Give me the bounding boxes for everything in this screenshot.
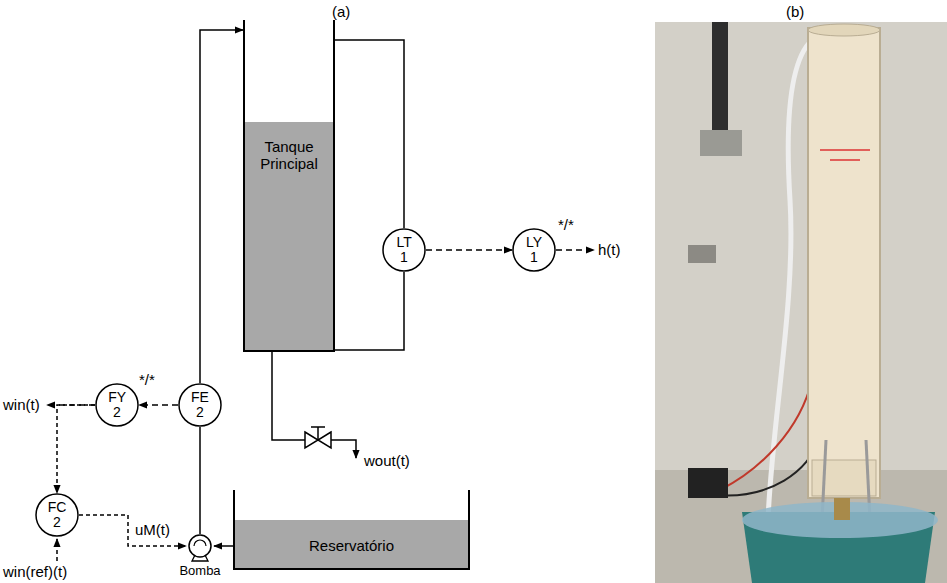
photo-tube-cap	[808, 24, 880, 36]
pump-graphic	[186, 534, 214, 562]
photo-cable	[720, 380, 812, 490]
photo-socket	[688, 245, 716, 263]
node-text: FY 2	[108, 390, 126, 421]
node-text: FE 2	[191, 390, 209, 421]
signal-label: win(ref)(t)	[3, 563, 67, 580]
bubble-circle	[36, 494, 78, 536]
bubble-circle	[96, 384, 138, 426]
bubble-circle	[513, 229, 555, 271]
main-tank: Tanque Principal	[243, 20, 335, 352]
signal-label: */*	[139, 371, 155, 388]
node-text: Tanque Principal	[245, 138, 333, 173]
instrument-bubble: LT 1	[382, 228, 426, 272]
node-text: LT 1	[396, 235, 411, 266]
photo-wall	[655, 22, 947, 583]
pipe-connector	[426, 249, 512, 251]
valve-handle	[311, 426, 325, 428]
reservoir-tank: Reservatório	[233, 490, 470, 570]
instrument-bubble: FE 2	[178, 383, 222, 427]
bubble-circle	[179, 384, 221, 426]
signal-label: win(t)	[3, 396, 40, 413]
pipe-connector	[139, 404, 178, 406]
photo-conduit	[712, 22, 728, 134]
valve-stem	[317, 427, 319, 440]
photo-illustration	[655, 22, 947, 583]
pump-impeller	[194, 540, 206, 546]
photo-faucet	[834, 498, 850, 520]
signal-label: (a)	[332, 3, 350, 20]
signal-arrow	[556, 249, 594, 251]
photo-mark	[830, 159, 860, 161]
pipe-connector	[335, 40, 404, 228]
signal-label: wout(t)	[364, 452, 410, 469]
photo-device	[688, 468, 728, 498]
setpoint-arrow	[56, 539, 58, 561]
signal-label: (b)	[786, 3, 804, 20]
outlet-pipe	[272, 352, 305, 440]
node-text: LY 1	[526, 235, 542, 266]
photo-mark	[820, 149, 870, 151]
bubble-circle	[383, 229, 425, 271]
signal-label: uM(t)	[134, 521, 171, 538]
outflow-arrow	[331, 440, 356, 458]
pipe-connector	[335, 272, 404, 350]
photo-tube	[808, 28, 880, 498]
pump-casing	[189, 535, 211, 557]
signal-label: h(t)	[598, 241, 621, 258]
instrument-bubble: LY 1	[512, 228, 556, 272]
pipe-connector	[199, 427, 201, 534]
controller-bubble: FC 2	[35, 493, 79, 537]
signal-label: */*	[558, 216, 574, 233]
pipe-connector	[79, 515, 186, 546]
pump-symbol: Bomba	[186, 534, 214, 562]
pipe-connector	[200, 30, 243, 383]
photo-junction-box	[700, 130, 742, 156]
photo-cable	[715, 440, 818, 496]
node-text: Reservatório	[309, 537, 394, 554]
pipe-connector	[214, 545, 233, 547]
node-text: FC 2	[48, 500, 67, 531]
node-text: Bomba	[179, 564, 220, 579]
instrument-bubble: FY 2	[95, 383, 139, 427]
pipe-connector	[57, 405, 95, 493]
